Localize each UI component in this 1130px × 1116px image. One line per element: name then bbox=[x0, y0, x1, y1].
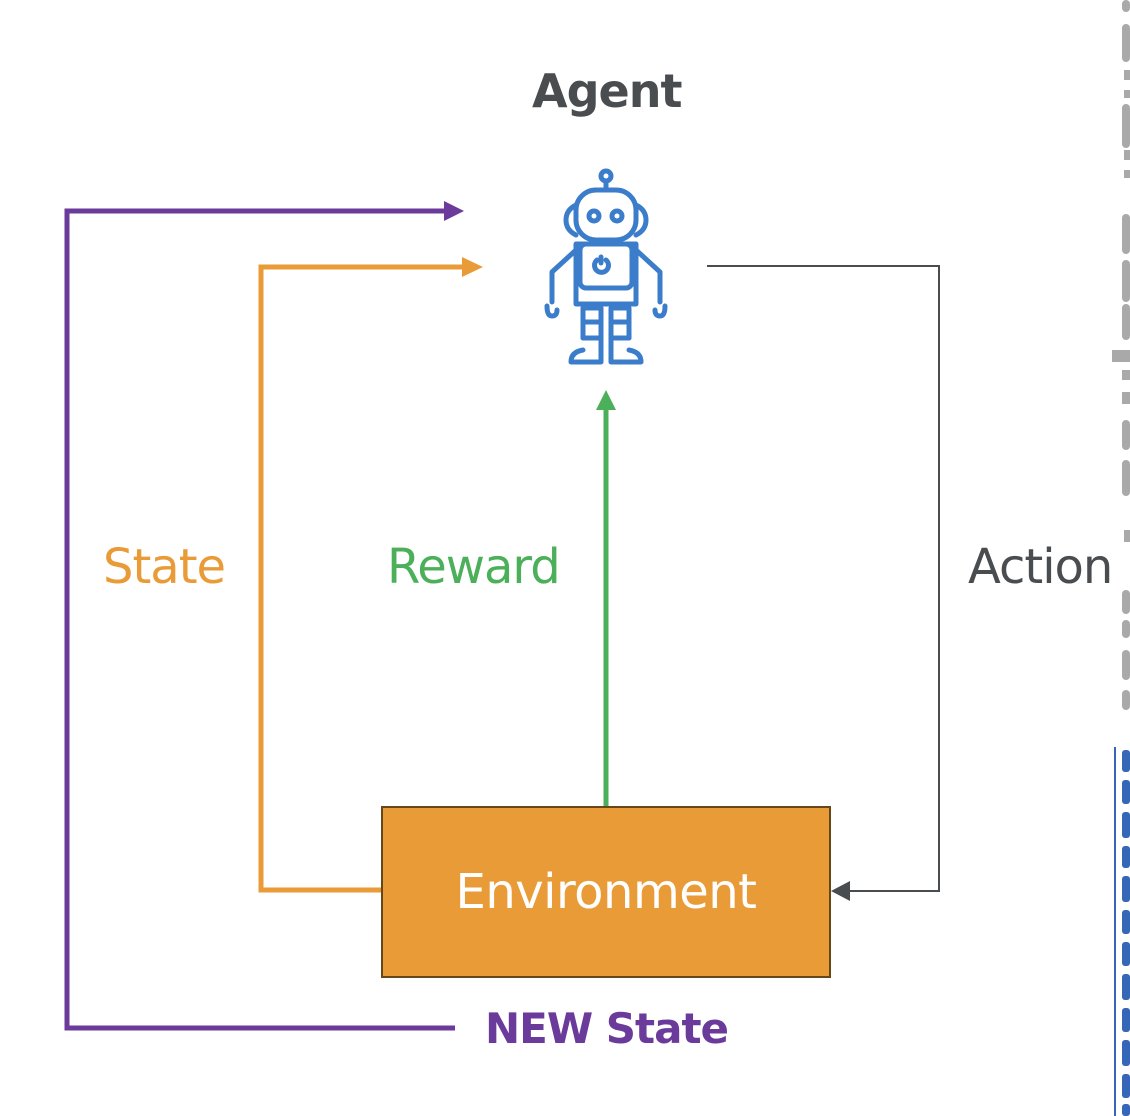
watermark-fragments bbox=[1112, 0, 1130, 1116]
new-state-connector bbox=[64, 201, 464, 1031]
reward-arrowhead bbox=[596, 390, 616, 410]
new-state-label: NEW State bbox=[485, 1004, 729, 1053]
agent-title: Agent bbox=[532, 64, 682, 118]
state-label: State bbox=[103, 539, 226, 595]
action-line bbox=[707, 265, 940, 892]
robot-icon bbox=[544, 168, 668, 365]
action-label: Action bbox=[968, 539, 1113, 595]
environment-label: Environment bbox=[455, 864, 758, 920]
reward-label: Reward bbox=[387, 539, 561, 595]
state-connector bbox=[258, 257, 483, 893]
new-state-line bbox=[64, 208, 455, 1031]
action-connector bbox=[707, 265, 940, 901]
state-line bbox=[258, 264, 463, 893]
cropped-watermark bbox=[1100, 0, 1130, 1116]
environment-box: Environment bbox=[381, 806, 831, 978]
action-arrowhead bbox=[831, 881, 850, 901]
reward-connector bbox=[596, 390, 616, 806]
new-state-arrowhead bbox=[444, 201, 464, 221]
state-arrowhead bbox=[462, 257, 483, 277]
